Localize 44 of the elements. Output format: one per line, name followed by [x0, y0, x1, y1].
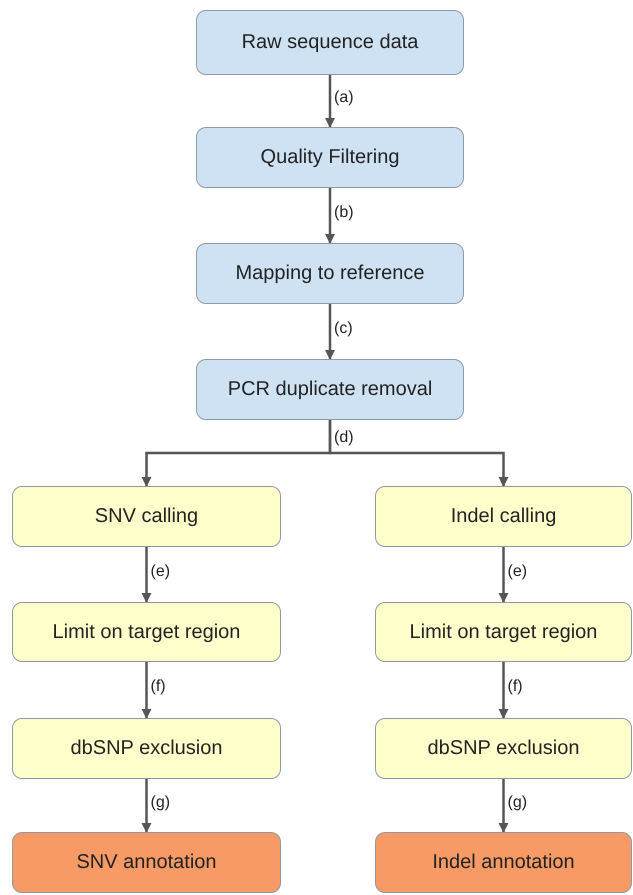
arrow — [325, 75, 335, 128]
process-box — [196, 243, 464, 304]
step-label: Quality Filtering — [260, 146, 400, 169]
edge-label: (b) — [333, 204, 355, 222]
arrow — [498, 779, 508, 833]
arrow — [142, 662, 152, 719]
step-label: SNV calling — [94, 505, 198, 528]
edge-label: (f) — [506, 678, 524, 696]
process-box — [375, 718, 632, 779]
process-box — [375, 602, 632, 662]
process-box — [12, 602, 281, 662]
edge-label: (f) — [150, 678, 167, 696]
edge-label: (a) — [333, 89, 355, 107]
edge-label: (c) — [333, 320, 354, 338]
process-box — [375, 486, 632, 547]
step-label: SNV annotation — [76, 851, 217, 874]
step-label: Mapping to reference — [235, 262, 424, 285]
step-label: Indel calling — [450, 505, 556, 528]
edge-label: (d) — [333, 429, 355, 447]
arrow — [328, 420, 508, 487]
process-box — [196, 10, 464, 75]
process-box — [196, 359, 464, 420]
step-label: dbSNP exclusion — [70, 737, 222, 760]
edge-label: (g) — [506, 794, 528, 812]
process-box — [12, 832, 281, 893]
edge-label: (e) — [506, 562, 528, 580]
step-label: Limit on target region — [410, 620, 598, 644]
process-box — [12, 718, 281, 779]
step-label: Indel annotation — [432, 851, 575, 874]
edge-label: (g) — [150, 794, 172, 812]
arrow — [142, 547, 152, 603]
process-box — [12, 486, 281, 547]
step-label: dbSNP exclusion — [428, 737, 580, 760]
edge-label: (e) — [150, 562, 172, 580]
step-label: PCR duplicate removal — [228, 378, 432, 401]
arrow — [498, 662, 508, 719]
arrow — [498, 547, 508, 603]
process-box — [196, 127, 464, 188]
arrow — [325, 304, 335, 360]
arrow — [325, 188, 335, 244]
step-label: Raw sequence data — [242, 31, 418, 54]
arrow — [142, 779, 152, 833]
process-box — [375, 832, 632, 893]
step-label: Limit on target region — [52, 620, 240, 644]
